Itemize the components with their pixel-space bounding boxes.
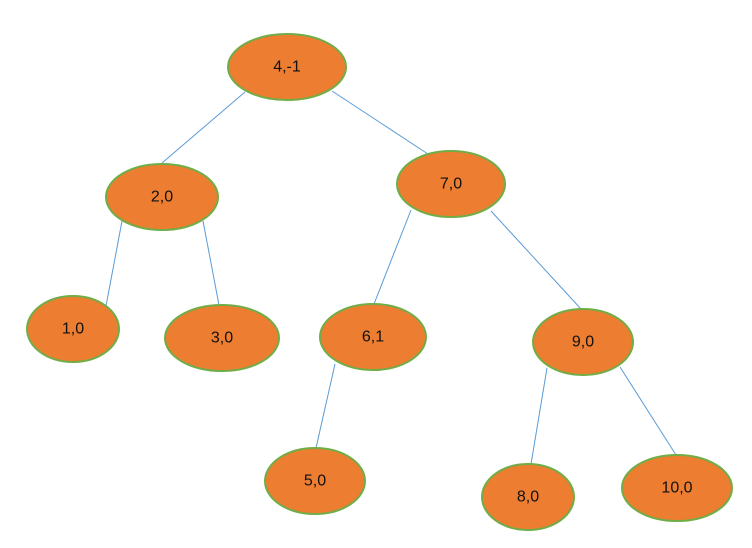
- tree-node-n2: 2,0: [105, 163, 219, 231]
- tree-node-n7: 7,0: [396, 150, 506, 218]
- node-label: 5,0: [304, 473, 326, 490]
- tree-node-n4: 4,-1: [227, 33, 347, 101]
- tree-node-n8: 8,0: [481, 463, 575, 531]
- edge-n2-n3: [202, 220, 220, 306]
- node-ellipse: [26, 295, 120, 363]
- edge-n2-n1: [105, 220, 123, 307]
- tree-node-n6: 6,1: [319, 303, 427, 371]
- node-label: 4,-1: [273, 59, 301, 76]
- tree-node-n3: 3,0: [164, 304, 280, 372]
- edge-n7-n9: [490, 210, 582, 310]
- node-label: 10,0: [661, 480, 692, 497]
- edge-n4-n2: [161, 91, 246, 164]
- edge-n4-n7: [331, 90, 432, 157]
- node-label: 8,0: [517, 489, 539, 506]
- node-label: 6,1: [362, 329, 384, 346]
- node-label: 1,0: [62, 321, 84, 338]
- tree-node-n10: 10,0: [621, 454, 733, 522]
- edge-n6-n5: [315, 363, 336, 449]
- node-ellipse: [164, 304, 280, 372]
- node-ellipse: [481, 463, 575, 531]
- edge-n9-n8: [530, 367, 548, 465]
- node-ellipse: [105, 163, 219, 231]
- tree-node-n1: 1,0: [26, 295, 120, 363]
- node-label: 2,0: [151, 189, 173, 206]
- node-ellipse: [532, 308, 634, 376]
- node-ellipse: [227, 33, 347, 101]
- node-ellipse: [319, 303, 427, 371]
- node-ellipse: [396, 150, 506, 218]
- edges-layer: [105, 90, 677, 465]
- node-ellipse: [264, 447, 366, 515]
- node-ellipse: [621, 454, 733, 522]
- edge-n9-n10: [619, 366, 677, 456]
- tree-node-n9: 9,0: [532, 308, 634, 376]
- edge-n7-n6: [373, 209, 412, 305]
- tree-node-n5: 5,0: [264, 447, 366, 515]
- node-label: 7,0: [440, 176, 462, 193]
- nodes-layer: 4,-1 2,0 7,0 1,0 3,0 6,1 9,0 5,0 8,0 10,0: [26, 33, 733, 531]
- node-label: 9,0: [572, 334, 594, 351]
- node-label: 3,0: [211, 330, 233, 347]
